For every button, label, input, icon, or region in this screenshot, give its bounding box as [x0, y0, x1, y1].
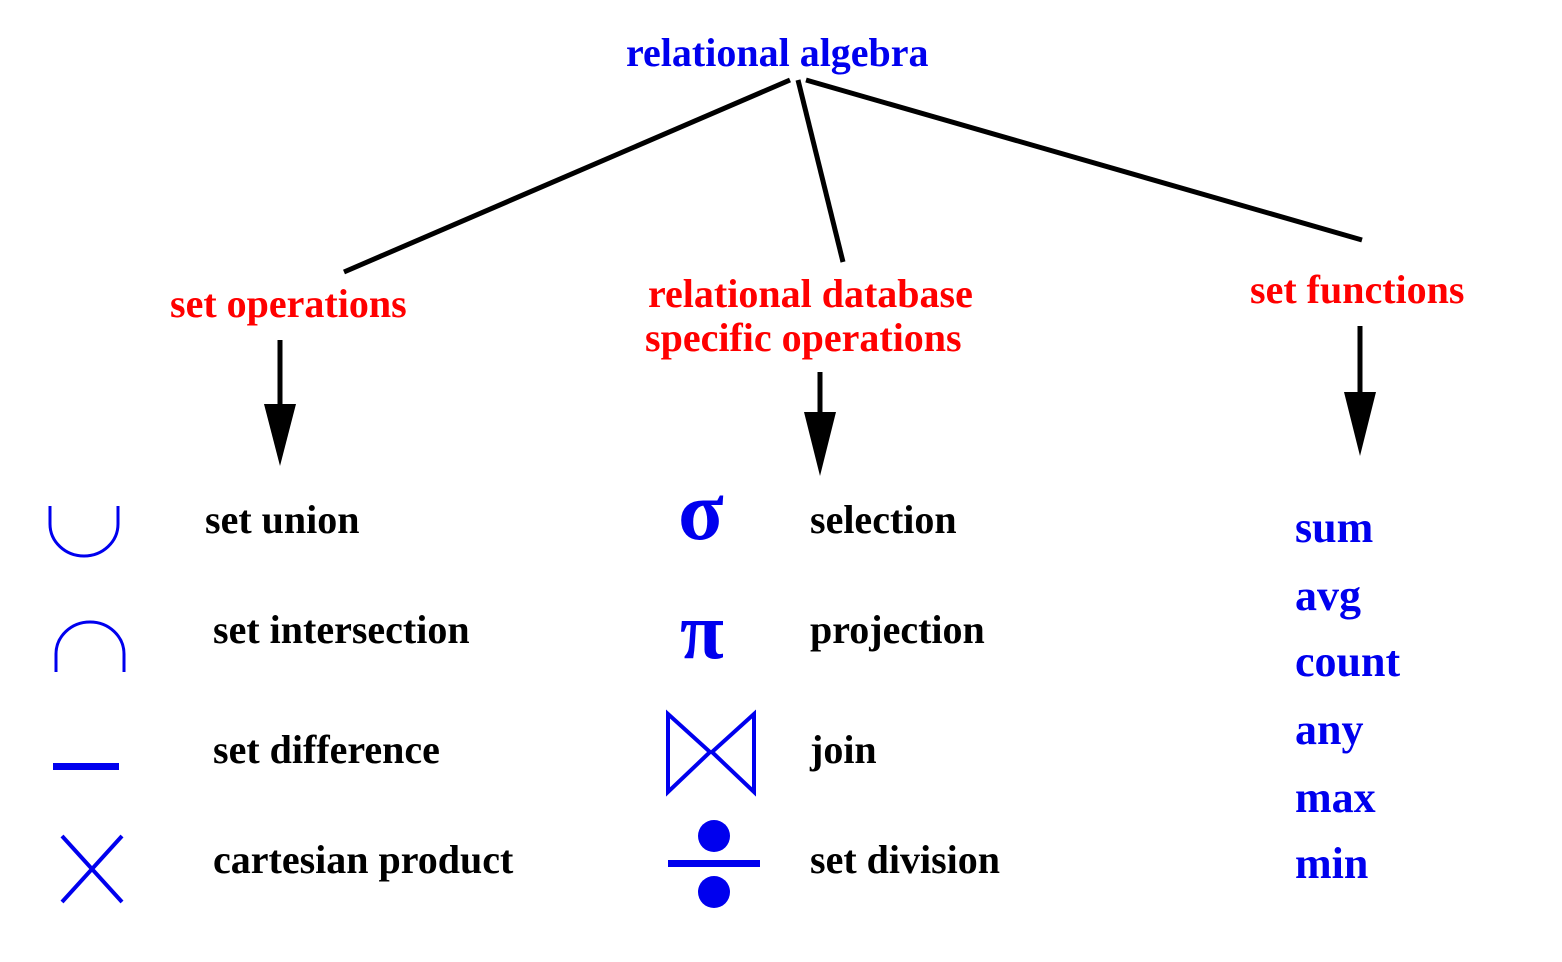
- division-icon: [668, 820, 760, 908]
- sigma-symbol: σ: [678, 465, 724, 558]
- item-cartesian-product-label: cartesian product: [213, 837, 514, 882]
- arrowhead-relational-specific: [804, 412, 836, 476]
- function-min: min: [1295, 839, 1369, 888]
- function-sum: sum: [1295, 503, 1374, 552]
- edge-root-to-set-functions: [805, 77, 1363, 243]
- intersection-icon: [54, 620, 126, 672]
- function-max: max: [1295, 773, 1376, 822]
- difference-icon: [53, 763, 119, 770]
- category-set-functions-label: set functions: [1250, 267, 1465, 312]
- item-set-union-label: set union: [205, 497, 360, 542]
- category-set-operations-label: set operations: [170, 281, 407, 326]
- arrowhead-set-functions: [1344, 392, 1376, 456]
- join-icon: [666, 709, 756, 797]
- item-join-label: join: [810, 727, 877, 772]
- item-projection-label: projection: [810, 607, 985, 652]
- item-selection-label: selection: [810, 497, 957, 542]
- cartesian-product-icon: [60, 834, 124, 904]
- item-set-difference-label: set difference: [213, 727, 440, 772]
- edge-root-to-relational-specific: [795, 79, 846, 263]
- function-avg: avg: [1295, 571, 1361, 620]
- edge-root-to-set-operations: [343, 77, 791, 275]
- item-set-intersection-label: set intersection: [213, 607, 470, 652]
- category-relational-specific-label-line1: relational database: [648, 271, 973, 316]
- union-icon: [48, 506, 120, 558]
- category-relational-specific-label-line2: specific operations: [645, 315, 962, 360]
- pi-symbol: π: [680, 588, 724, 676]
- arrowhead-set-operations: [264, 404, 296, 466]
- root-node-label: relational algebra: [626, 30, 929, 75]
- function-count: count: [1295, 637, 1401, 686]
- item-set-division-label: set division: [810, 837, 1001, 882]
- function-any: any: [1295, 705, 1364, 754]
